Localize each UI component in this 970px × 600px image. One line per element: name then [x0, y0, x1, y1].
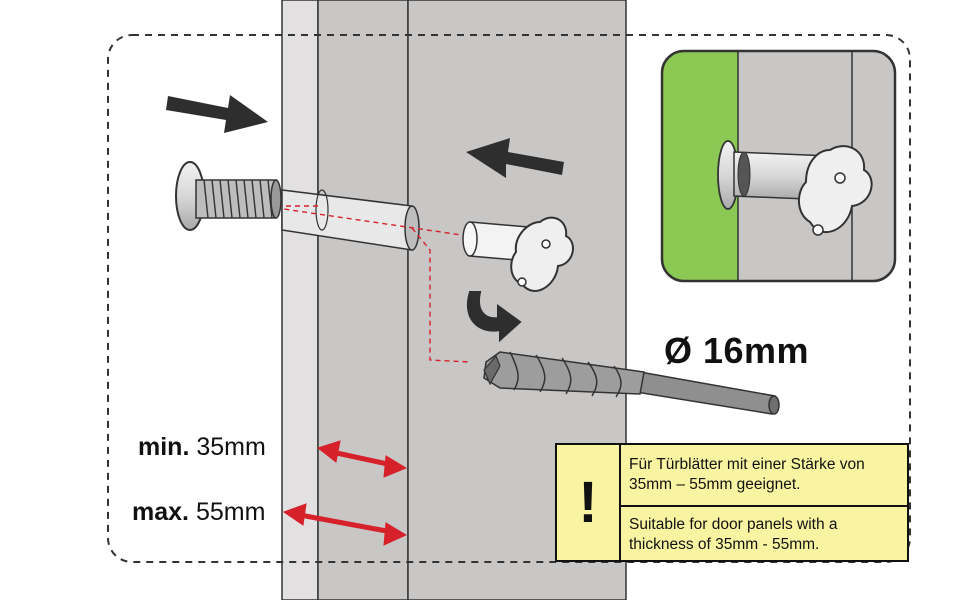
notice-text-en: Suitable for door panels with a thicknes…	[629, 516, 838, 553]
barrel-nut-icon	[462, 216, 574, 292]
max-value: 55mm	[195, 498, 266, 526]
rotate-arrow-icon	[467, 291, 522, 343]
max-thickness-arrow	[282, 503, 408, 546]
inset-detail	[660, 49, 897, 283]
diameter-label: Ø 16mm	[664, 330, 810, 371]
max-thickness-label: max. 55mm	[132, 498, 265, 527]
max-prefix: max.	[132, 498, 189, 526]
arrow-left-icon	[466, 138, 564, 178]
notice-box: ! Für Türblätter mit einer Stärke von 35…	[555, 443, 909, 562]
min-prefix: min.	[138, 433, 190, 461]
exclamation-icon: !	[557, 445, 621, 560]
min-thickness-label: min. 35mm	[138, 433, 266, 462]
min-thickness-arrow	[316, 440, 408, 478]
screw-bolt-icon	[175, 161, 282, 231]
min-value: 35mm	[196, 433, 266, 461]
notice-divider	[619, 505, 907, 507]
dashed-frame	[107, 34, 911, 563]
drill-bit-icon	[483, 351, 780, 415]
notice-text-de: Für Türblätter mit einer Stärke von 35mm…	[629, 456, 865, 493]
drilled-hole	[281, 189, 420, 251]
arrow-right-icon	[166, 95, 268, 133]
